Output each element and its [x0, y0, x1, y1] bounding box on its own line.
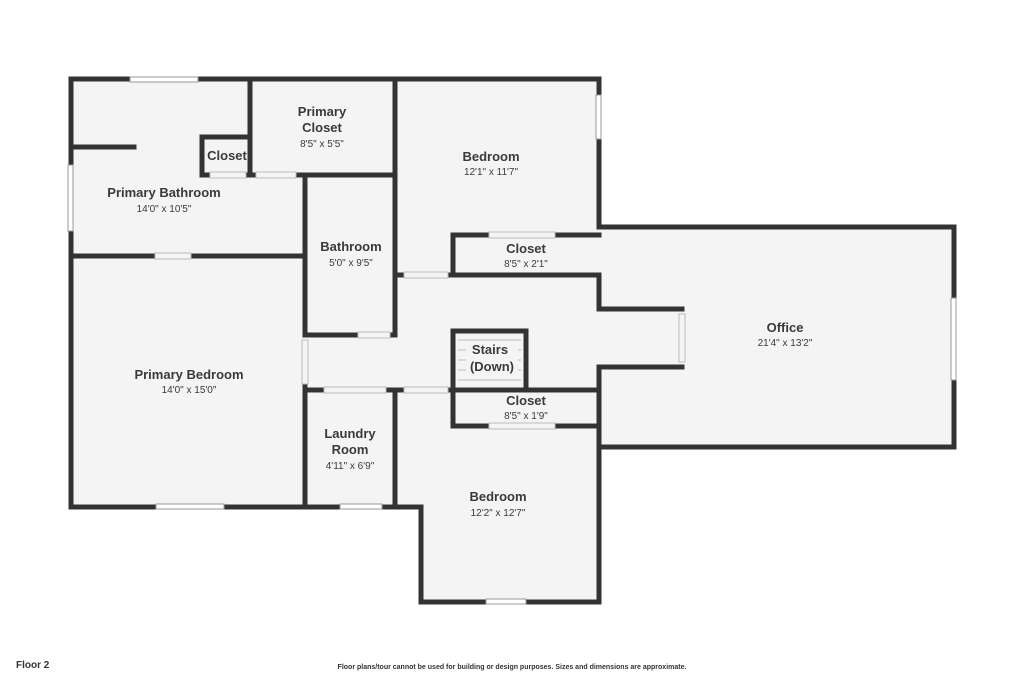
- room-office: Office 21'4" x 13'2": [758, 320, 813, 349]
- room-bedroom-lower: Bedroom 12'2" x 12'7": [469, 489, 526, 519]
- room-name: Bedroom: [462, 149, 519, 164]
- room-stairs: Stairs (Down): [466, 341, 518, 377]
- room-name: (Down): [470, 359, 514, 374]
- room-name: Primary Bathroom: [107, 185, 220, 200]
- openings: [67, 76, 957, 605]
- room-dimensions: 12'2" x 12'7": [471, 508, 526, 519]
- room-dimensions: 8'5" x 2'1": [504, 259, 548, 270]
- room-name: Laundry: [324, 426, 376, 441]
- room-name: Primary: [298, 104, 347, 119]
- room-primary-bathroom: Primary Bathroom 14'0" x 10'5": [107, 185, 220, 215]
- room-name: Closet: [302, 120, 342, 135]
- room-name: Bedroom: [469, 489, 526, 504]
- room-small-closet: Closet: [207, 148, 247, 163]
- room-bedroom-upper: Bedroom 12'1" x 11'7": [462, 149, 519, 178]
- room-closet-lower: Closet 8'5" x 1'9": [504, 393, 548, 422]
- room-name: Bathroom: [320, 239, 381, 254]
- room-dimensions: 4'11" x 6'9": [326, 461, 375, 472]
- room-dimensions: 8'5" x 1'9": [504, 411, 548, 422]
- room-dimensions: 14'0" x 10'5": [137, 204, 192, 215]
- room-primary-bedroom: Primary Bedroom 14'0" x 15'0": [134, 367, 243, 396]
- room-name: Room: [332, 442, 369, 457]
- disclaimer: Floor plans/tour cannot be used for buil…: [337, 664, 687, 671]
- room-name: Stairs: [472, 342, 508, 357]
- room-name: Closet: [207, 148, 247, 163]
- room-closet-upper: Closet 8'5" x 2'1": [504, 241, 548, 270]
- room-dimensions: 14'0" x 15'0": [162, 385, 217, 396]
- room-primary-closet: Primary Closet 8'5" x 5'5": [298, 104, 347, 150]
- room-bathroom: Bathroom 5'0" x 9'5": [320, 239, 381, 269]
- room-dimensions: 8'5" x 5'5": [300, 139, 344, 150]
- room-name: Office: [767, 320, 804, 335]
- room-laundry: Laundry Room 4'11" x 6'9": [324, 426, 376, 472]
- room-dimensions: 5'0" x 9'5": [329, 258, 373, 269]
- room-name: Primary Bedroom: [134, 367, 243, 382]
- floor-label: Floor 2: [16, 660, 50, 671]
- room-name: Closet: [506, 241, 546, 256]
- room-dimensions: 12'1" x 11'7": [464, 167, 519, 178]
- room-dimensions: 21'4" x 13'2": [758, 338, 813, 349]
- room-name: Closet: [506, 393, 546, 408]
